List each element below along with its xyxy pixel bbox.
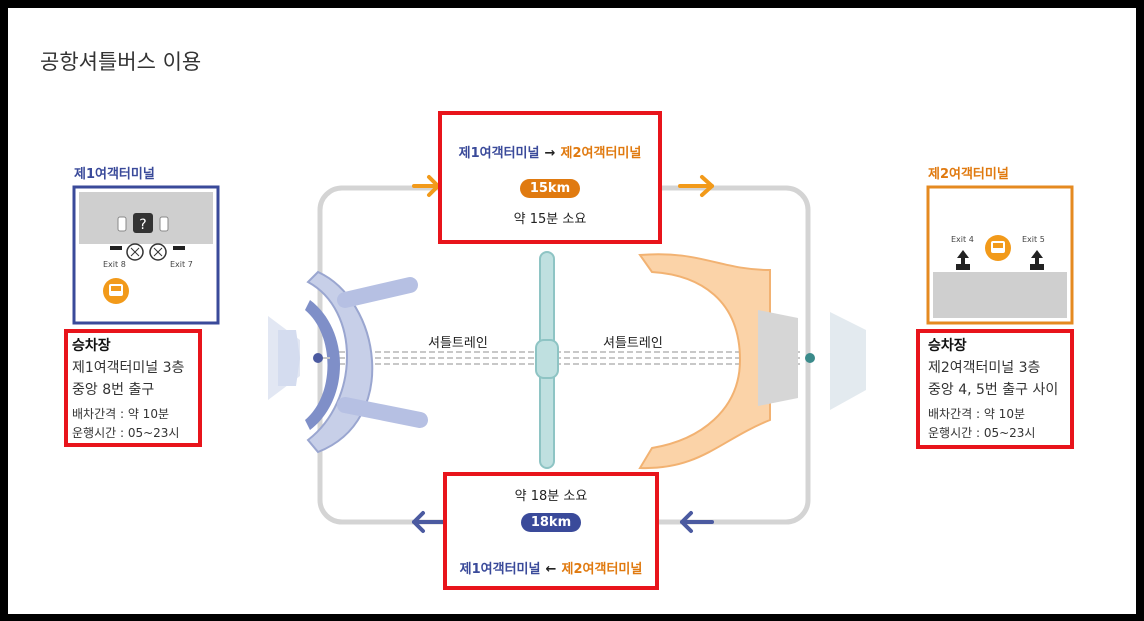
t1-info-hours: 운행시간 : 05~23시 [72,426,180,440]
t2-info-line2: 중앙 4, 5번 출구 사이 [928,382,1059,398]
t2-info-heading: 승차장 [928,338,967,354]
route-bottom-from: 제1여객터미널 [459,562,541,577]
page-title: 공항셔틀버스 이용 [40,50,202,74]
route-bottom-direction: 제1여객터미널 ← 제2여객터미널 [447,558,655,577]
terminal1-airplane-icon [268,316,300,400]
terminal2-station-dot [805,353,815,363]
t2-exit-left-label: Exit 4 [951,235,974,244]
terminal2-airplane-icon [830,312,866,410]
t2-info-interval: 배차간격 : 약 10분 [928,407,1025,421]
terminal2-info: 승차장 제2여객터미널 3층 중앙 4, 5번 출구 사이 배차간격 : 약 1… [928,335,1070,441]
route-top-distance-badge: 15km [519,179,581,198]
terminal1-inset-map: ? [72,185,220,325]
terminal2-label: 제2여객터미널 [928,167,1009,182]
route-top-to: 제2여객터미널 [560,146,642,161]
shuttle-train-label-right: 셔틀트레인 [603,336,663,351]
svg-text:?: ? [139,217,146,233]
route-top-direction: 제1여객터미널 → 제2여객터미널 [442,142,658,161]
route-top-from: 제1여객터미널 [458,146,540,161]
terminal2-info-box [916,329,1074,449]
terminal1-info: 승차장 제1여객터미널 3층 중앙 8번 출구 배차간격 : 약 10분 운행시… [72,335,198,441]
route-top-arrow: → [544,146,556,161]
route-bottom-arrow: ← [545,562,557,577]
route-bottom-duration: 약 18분 소요 [514,489,588,504]
terminal1-info-box [64,329,202,447]
t1-info-line2: 중앙 8번 출구 [72,382,155,398]
t1-info-heading: 승차장 [72,338,111,354]
t2-info-hours: 운행시간 : 05~23시 [928,426,1036,440]
t1-exit-right-label: Exit 7 [170,260,193,269]
top-arrow-left-icon [412,175,440,197]
route-bottom-to: 제2여객터미널 [561,562,643,577]
bottom-arrow-right-icon [680,511,714,533]
t2-info-line1: 제2여객터미널 3층 [928,360,1041,376]
terminal1-station-dot [313,353,323,363]
terminal1-building [305,270,428,454]
terminal1-label: 제1여객터미널 [74,167,155,182]
concourse-building [535,251,559,469]
shuttle-train-track [330,351,800,365]
top-arrow-right-icon [678,175,714,197]
terminal2-inset-map [926,185,1074,325]
t1-exit-left-label: Exit 8 [103,260,126,269]
bottom-arrow-left-icon [412,511,446,533]
route-top-box [438,111,662,244]
t1-info-line1: 제1여객터미널 3층 [72,360,185,376]
t1-info-interval: 배차간격 : 약 10분 [72,407,169,421]
route-top-duration: 약 15분 소요 [513,212,587,227]
t2-exit-right-label: Exit 5 [1022,235,1045,244]
route-bottom-distance-badge: 18km [520,513,582,532]
shuttle-train-label-left: 셔틀트레인 [428,336,488,351]
terminal2-building [638,253,798,470]
